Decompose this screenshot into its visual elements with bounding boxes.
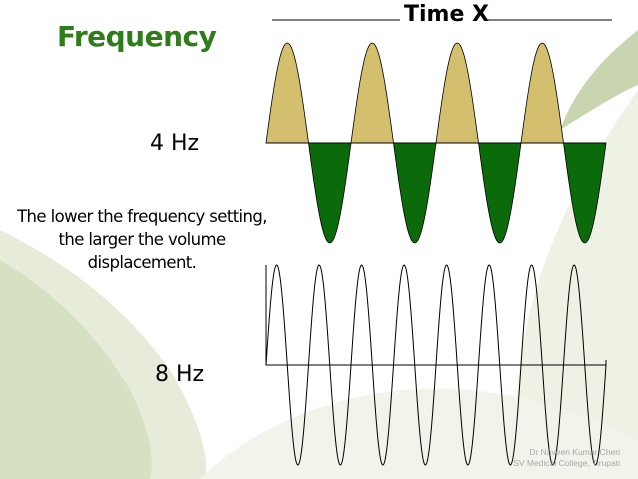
wave-8hz-baseline <box>265 265 607 366</box>
wave-4hz-label: 4 Hz <box>150 131 200 156</box>
author-credit: Dr Naveen Kumar Cheri SV Medical College… <box>472 447 620 469</box>
description-line-1: The lower the frequency setting, <box>17 207 267 226</box>
description-text: The lower the frequency setting, the lar… <box>6 205 278 274</box>
wave-4hz-negative-fill <box>308 142 607 244</box>
background-swoosh-bottom <box>200 388 638 479</box>
credit-line-1: Dr Naveen Kumar Cheri <box>529 447 620 457</box>
wave-4hz-positive-fill <box>265 42 564 144</box>
background-swoosh-top-right <box>560 30 638 130</box>
time-axis-label: Time X <box>404 2 490 27</box>
slide-title: Frequency <box>57 20 217 53</box>
description-line-2: the larger the volume <box>58 230 226 249</box>
wave-8hz-label: 8 Hz <box>155 362 205 387</box>
background-swoosh-right <box>516 90 638 479</box>
background-swoosh-left-inner <box>0 260 152 479</box>
credit-line-2: SV Medical College, Tirupati <box>513 458 620 468</box>
description-line-3: displacement. <box>87 253 197 272</box>
